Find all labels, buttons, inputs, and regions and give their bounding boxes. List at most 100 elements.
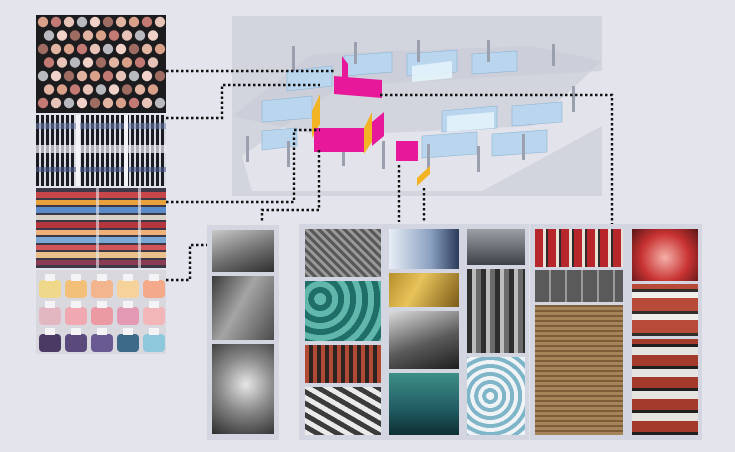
palette-dot — [89, 16, 101, 28]
palette-dot — [37, 70, 49, 82]
palette-dot — [69, 84, 81, 95]
palette-dot — [82, 30, 94, 41]
panel-warehouse — [628, 224, 702, 440]
palette-dot — [43, 57, 55, 68]
palette-dot — [134, 57, 146, 68]
palette-dot — [76, 70, 88, 82]
polish-bottle-cap — [123, 328, 133, 335]
palette-dot — [89, 70, 101, 82]
polish-bottle — [143, 307, 165, 325]
palette-dot — [69, 57, 81, 68]
palette-dot — [102, 16, 114, 28]
boxes-photo-3 — [535, 305, 623, 435]
panel-production-line — [299, 224, 529, 440]
palette-dot — [108, 30, 120, 41]
warehouse-photo-2 — [632, 284, 698, 336]
warehouse-photo-3 — [632, 339, 698, 435]
palette-dot — [128, 70, 140, 82]
palette-dot — [121, 84, 133, 95]
production-photo-1 — [305, 229, 381, 277]
palette-dot — [115, 97, 127, 109]
polish-bottle-cap — [71, 301, 81, 308]
polish-bottle — [117, 307, 139, 325]
palette-dot — [115, 16, 127, 28]
production-photo-3 — [305, 345, 381, 383]
palette-dot — [76, 97, 88, 109]
polish-bottle — [91, 334, 113, 352]
polish-bottle — [65, 280, 87, 298]
palette-dot — [128, 43, 140, 55]
palette-dot — [56, 57, 68, 68]
palette-dot — [108, 84, 120, 95]
palette-dot — [95, 30, 107, 41]
polish-bottle — [91, 280, 113, 298]
floorplan-model — [232, 40, 602, 191]
palette-dot — [134, 30, 146, 41]
palette-dot — [121, 30, 133, 41]
polish-bottle — [143, 334, 165, 352]
palette-dot — [115, 70, 127, 82]
polish-bottle-cap — [123, 274, 133, 281]
palette-dot — [141, 16, 153, 28]
palette-dot — [43, 84, 55, 95]
palette-dot — [115, 43, 127, 55]
palette-dot — [154, 16, 166, 28]
palette-dot — [89, 97, 101, 109]
polish-bottle-cap — [149, 301, 159, 308]
panel-boxes — [530, 224, 628, 440]
connector-lipsticks — [166, 128, 320, 204]
palette-dot — [69, 30, 81, 41]
polish-bottle-cap — [97, 301, 107, 308]
palette-dot — [76, 43, 88, 55]
palette-dot — [95, 57, 107, 68]
production-photo-5 — [389, 229, 459, 269]
machinery-photo-2 — [212, 276, 274, 340]
polish-bottle-cap — [149, 328, 159, 335]
production-photo-9 — [467, 229, 525, 265]
palette-dot — [102, 70, 114, 82]
palette-dot — [154, 70, 166, 82]
palette-dot — [102, 43, 114, 55]
sample-nail-polish — [36, 270, 166, 354]
palette-dot — [50, 16, 62, 28]
palette-dot — [56, 84, 68, 95]
polish-bottle — [117, 334, 139, 352]
polish-bottle — [39, 334, 61, 352]
palette-dot — [50, 70, 62, 82]
warehouse-photo-1 — [632, 229, 698, 281]
polish-bottle — [65, 307, 87, 325]
palette-dot — [141, 70, 153, 82]
palette-dot — [82, 57, 94, 68]
polish-bottle-cap — [97, 274, 107, 281]
production-photo-10 — [467, 269, 525, 353]
panel-machinery — [207, 225, 279, 440]
palette-dot — [102, 97, 114, 109]
palette-dot — [147, 57, 159, 68]
sample-lipsticks — [36, 188, 166, 268]
production-photo-6 — [389, 273, 459, 307]
palette-dot — [63, 97, 75, 109]
palette-dot — [154, 97, 166, 109]
polish-bottle-cap — [45, 274, 55, 281]
palette-dot — [37, 97, 49, 109]
sample-makeup-palettes — [36, 15, 166, 113]
polish-bottle-cap — [71, 274, 81, 281]
polish-bottle-cap — [45, 328, 55, 335]
polish-bottle — [117, 280, 139, 298]
palette-dot — [50, 43, 62, 55]
palette-dot — [82, 84, 94, 95]
polish-bottle-cap — [45, 301, 55, 308]
polish-bottle-cap — [149, 274, 159, 281]
makeup-palettes-image — [37, 16, 166, 109]
polish-bottle-cap — [123, 301, 133, 308]
palette-dot — [154, 43, 166, 55]
factory-floorplan — [232, 16, 602, 196]
production-photo-11 — [467, 357, 525, 435]
palette-dot — [89, 43, 101, 55]
palette-dot — [43, 30, 55, 41]
polish-bottle — [39, 280, 61, 298]
production-photo-2 — [305, 281, 381, 341]
connector-pencils — [166, 83, 320, 120]
sample-pencils — [36, 115, 166, 186]
palette-dot — [128, 97, 140, 109]
